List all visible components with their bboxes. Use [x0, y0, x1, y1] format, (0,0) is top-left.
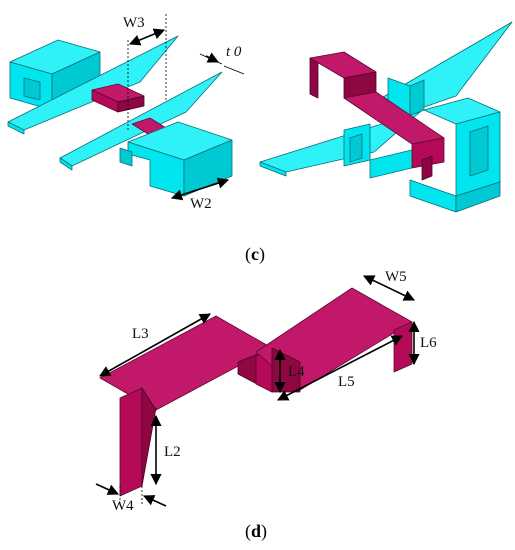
dimension-w4 — [95, 483, 167, 507]
dimension-l5 — [277, 335, 403, 401]
label-w4: W4 — [112, 498, 134, 514]
label-l3: L3 — [132, 326, 149, 342]
label-w3: W3 — [123, 15, 145, 31]
dimension-l3 — [99, 313, 211, 377]
caption-d: (d) — [245, 521, 267, 542]
label-l2: L2 — [164, 444, 181, 460]
label-l6: L6 — [420, 335, 437, 351]
panel-d-structure — [99, 287, 413, 497]
dimension-w3 — [127, 14, 167, 130]
label-t0: t 0 — [226, 44, 242, 60]
label-l4: L4 — [288, 364, 305, 380]
dimension-w5 — [362, 275, 416, 301]
label-l5: L5 — [338, 374, 355, 390]
label-w5: W5 — [385, 269, 407, 285]
dimension-t0 — [199, 52, 245, 75]
caption-c: (c) — [245, 244, 265, 265]
panel-c-left-structure — [7, 35, 233, 197]
panel-c-right-strip — [309, 51, 445, 181]
dimension-w2 — [170, 177, 230, 201]
label-w2: W2 — [190, 196, 212, 212]
